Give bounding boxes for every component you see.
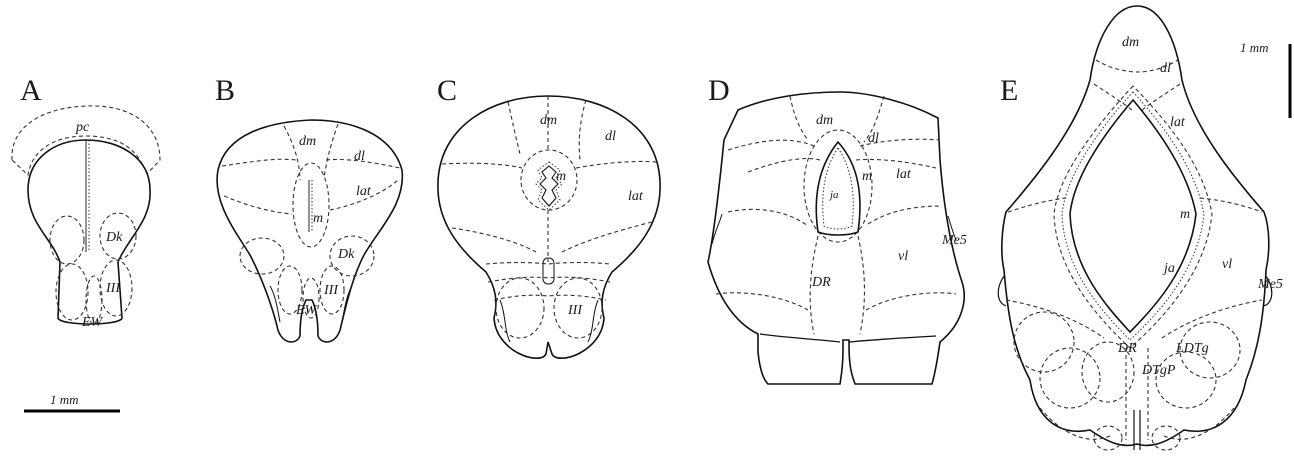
label-iii-b: III xyxy=(323,283,339,298)
panel-d-letter: D xyxy=(708,74,730,107)
label-dl-b: dl xyxy=(354,149,365,164)
label-dl-d: dl xyxy=(868,131,879,146)
label-dr-d: DR xyxy=(811,275,831,290)
panel-c: C dm dl m lat III xyxy=(437,74,660,358)
label-dl-c: dl xyxy=(605,129,616,144)
label-dr-e: DR xyxy=(1117,341,1137,356)
label-iii-c: III xyxy=(567,303,583,318)
label-lat-d: lat xyxy=(896,167,912,182)
label-ew-b: EW xyxy=(295,303,318,318)
section-outline-e xyxy=(1002,6,1269,445)
panel-d: D dm dl ja m lat vl Me5 DR xyxy=(708,74,967,384)
label-dk-b: Dk xyxy=(337,247,355,262)
label-dm-e: dm xyxy=(1122,35,1139,50)
label-ldtg-e: LDTg xyxy=(1175,341,1209,356)
panel-e-letter: E xyxy=(1000,74,1018,107)
label-me5-d: Me5 xyxy=(941,233,967,248)
label-m-e: m xyxy=(1180,207,1190,222)
label-ew-a: EW xyxy=(81,315,104,330)
label-pc: pc xyxy=(75,120,90,135)
scale-bar-label: 1 mm xyxy=(50,392,79,407)
panel-b: B dm dl m lat Dk III EW xyxy=(215,74,402,342)
label-dl-e: dl xyxy=(1160,61,1171,76)
panel-a: A pc Dk III EW xyxy=(12,74,160,330)
label-lat-b: lat xyxy=(356,184,372,199)
label-lat-e: lat xyxy=(1170,115,1186,130)
panel-a-letter: A xyxy=(20,74,42,107)
label-me5-e: Me5 xyxy=(1257,277,1283,292)
label-iii-a: III xyxy=(105,281,121,296)
label-m-b: m xyxy=(313,211,323,226)
label-vl-d: vl xyxy=(898,249,908,264)
label-dm-d: dm xyxy=(816,113,833,128)
label-dm-b: dm xyxy=(299,134,316,149)
label-dtgp-e: DTgP xyxy=(1141,363,1176,378)
panel-e: E dm dl lat m ja vl Me5 DR LDTg DTgP xyxy=(998,6,1283,450)
scale-bar-right: 1 mm xyxy=(1240,40,1290,118)
label-vl-e: vl xyxy=(1222,257,1232,272)
section-outline-c xyxy=(438,96,660,358)
label-ja-d: ja xyxy=(828,189,839,201)
label-m-c: m xyxy=(556,169,566,184)
label-dm-c: dm xyxy=(540,113,557,128)
label-dk-a: Dk xyxy=(105,230,123,245)
scale-bar-left: 1 mm xyxy=(24,392,120,411)
panel-b-letter: B xyxy=(215,74,235,107)
label-lat-c: lat xyxy=(628,189,644,204)
panel-c-letter: C xyxy=(437,74,457,107)
scale-bar-right-label: 1 mm xyxy=(1240,40,1269,55)
label-m-d: m xyxy=(862,169,872,184)
label-ja-e: ja xyxy=(1162,261,1175,276)
section-outline-d xyxy=(708,92,964,384)
